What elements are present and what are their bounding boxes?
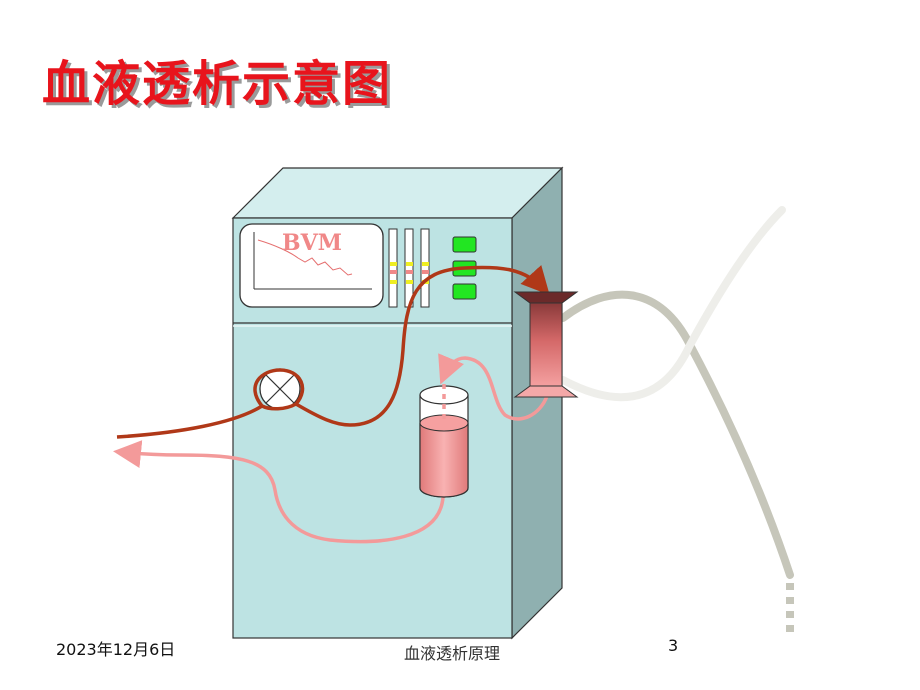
monitor-label: BVM [282,230,342,256]
drip-chamber [419,384,469,498]
page-title: 血液透析示意图 [42,56,393,112]
dialyzer [513,291,579,398]
machine-side [511,166,563,640]
bvm-monitor: BVM [239,223,384,308]
footer-title: 血液透析原理 [404,644,501,663]
green-button-1[interactable] [452,236,477,253]
patient-tubing [559,206,794,636]
gauge-strips [388,228,430,308]
blood-pump [259,368,301,410]
machine-top [231,167,564,219]
footer-date: 2023年12月6日 [56,640,176,659]
venous-line [113,353,549,544]
page-number: 3 [668,636,679,655]
arterial-line [116,265,550,439]
monitor-trace [257,239,353,276]
green-button-3[interactable] [452,283,477,300]
